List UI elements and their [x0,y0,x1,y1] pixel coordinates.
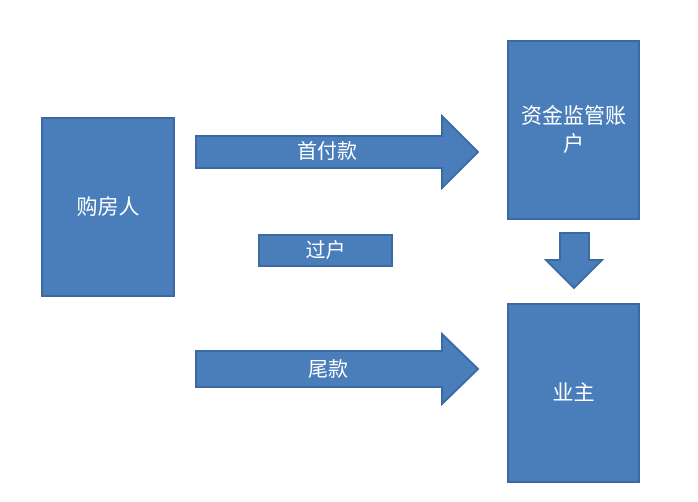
final-payment-arrow [195,331,480,407]
escrow-to-owner-arrow [543,232,605,290]
down-payment-arrow [195,113,480,191]
final-payment-label: 尾款 [308,357,348,381]
buyer-label: 购房人 [76,194,140,219]
down-payment-label: 首付款 [297,139,357,163]
owner-label: 业主 [552,380,595,405]
owner-box: 业主 [507,303,640,483]
buyer-box: 购房人 [41,117,175,297]
transfer-label: 过户 [305,238,346,262]
transfer-box [258,234,393,267]
escrow-account-box: 资金监管账户 [507,40,640,220]
escrow-account-label: 资金监管账户 [521,103,626,156]
